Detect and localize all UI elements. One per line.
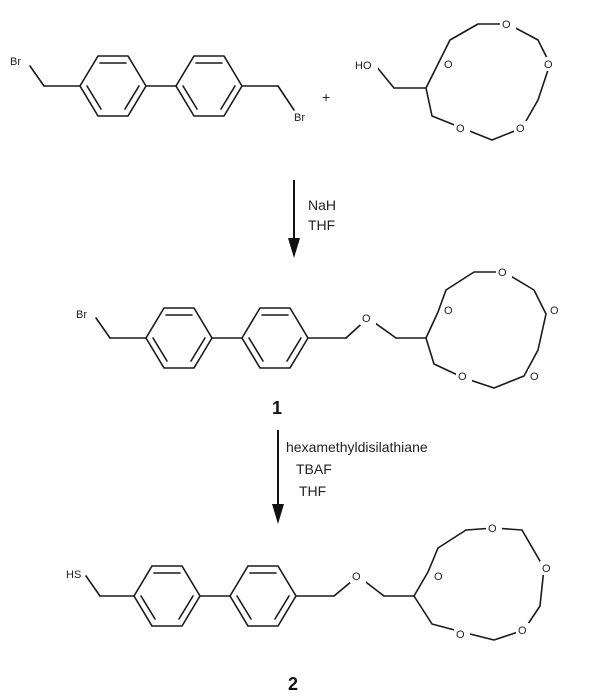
ether-oxygen-label: O xyxy=(362,313,371,325)
reactant-bis-bromomethyl-biphenyl: Br Br xyxy=(10,55,305,124)
ether-oxygen-label: O xyxy=(352,571,361,583)
oxygen-label: O xyxy=(488,523,497,535)
bromine-label: Br xyxy=(294,112,305,124)
compound-1-label: 1 xyxy=(272,398,282,418)
oxygen-label: O xyxy=(544,59,553,71)
reaction-arrow-2: hexamethyldisilathiane TBAF THF xyxy=(272,430,428,524)
oxygen-label: O xyxy=(498,267,507,279)
thiol-label: HS xyxy=(66,569,81,581)
oxygen-label: O xyxy=(502,19,511,31)
reactant-hydroxymethyl-crown-ether: HO O O O O O xyxy=(354,17,558,141)
bromine-label: Br xyxy=(76,309,87,321)
reaction-arrow-1: NaH THF xyxy=(288,180,336,258)
reagent-thf: THF xyxy=(308,217,335,233)
oxygen-label: O xyxy=(516,123,525,135)
bromine-label: Br xyxy=(10,56,21,68)
reagent-thf: THF xyxy=(299,483,326,499)
plus-sign: + xyxy=(322,89,330,105)
oxygen-label: O xyxy=(456,123,465,135)
oxygen-label: O xyxy=(542,563,551,575)
reagent-hexamethyldisilathiane: hexamethyldisilathiane xyxy=(286,439,428,455)
compound-1-structure: Br O O O O O O xyxy=(76,265,564,389)
oxygen-label: O xyxy=(530,371,539,383)
reagent-nah: NaH xyxy=(308,197,336,213)
hydroxyl-label: HO xyxy=(355,60,372,72)
oxygen-label: O xyxy=(550,305,559,317)
oxygen-label: O xyxy=(456,629,465,641)
oxygen-label: O xyxy=(518,625,527,637)
compound-2-structure: HS O O O O O O xyxy=(66,521,556,641)
oxygen-label: O xyxy=(434,571,443,583)
reagent-tbaf: TBAF xyxy=(296,461,332,477)
oxygen-label: O xyxy=(444,305,453,317)
oxygen-label: O xyxy=(458,371,467,383)
compound-2-label: 2 xyxy=(288,674,298,694)
oxygen-label: O xyxy=(444,59,453,71)
